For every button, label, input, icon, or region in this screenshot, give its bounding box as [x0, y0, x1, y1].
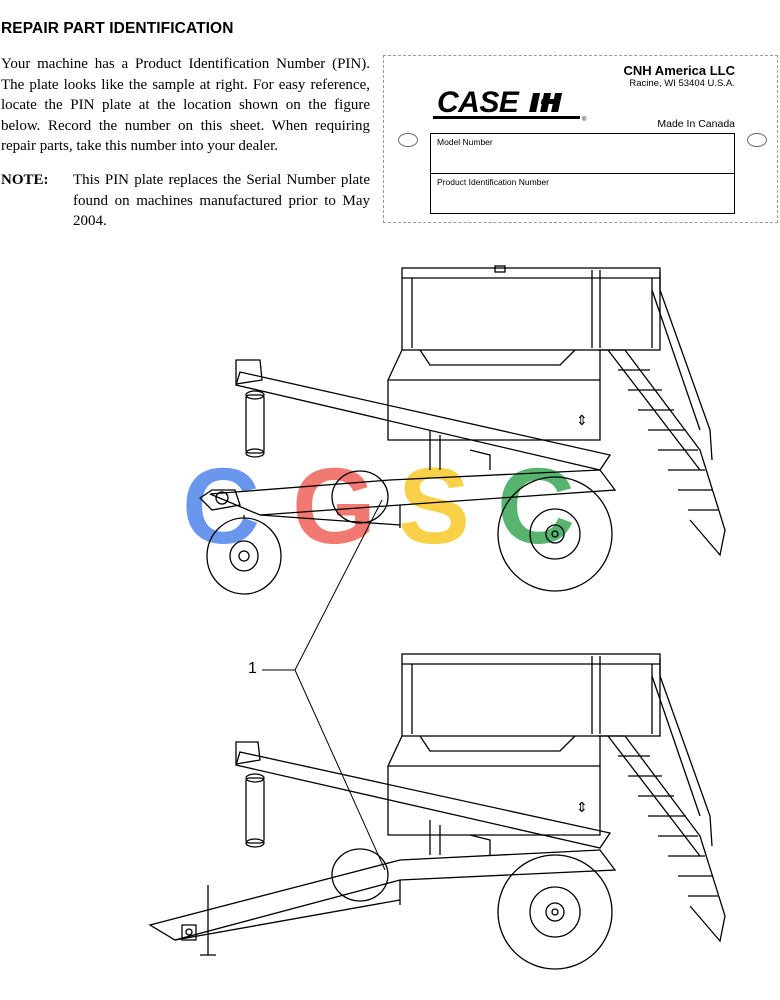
pin-label: Product Identification Number — [437, 177, 549, 187]
note-label: NOTE: — [1, 172, 49, 188]
model-number-label: Model Number — [437, 137, 493, 147]
mounting-hole-left — [398, 133, 418, 147]
svg-text:⇕: ⇕ — [576, 799, 588, 815]
callout-leader — [262, 499, 386, 871]
note-text: This PIN plate replaces the Serial Numbe… — [73, 172, 370, 229]
pin-field: Product Identification Number — [430, 173, 735, 214]
watermark-letter-s: S — [398, 445, 470, 566]
intro-paragraph: Your machine has a Product Identificatio… — [1, 56, 370, 154]
callout-number: 1 — [248, 660, 257, 677]
plate-address: Racine, WI 53404 U.S.A. — [629, 78, 735, 89]
air-cart-bottom-view: ⇕ — [148, 653, 726, 970]
page-heading: REPAIR PART IDENTIFICATION — [1, 20, 234, 37]
svg-text:CASE: CASE — [437, 86, 520, 119]
plate-made-in: Made In Canada — [657, 118, 735, 130]
watermark-letter-c1: C — [182, 445, 260, 566]
note-block: NOTE: This PIN plate replaces the Serial… — [1, 170, 370, 232]
watermark-letter-c2: C — [497, 445, 575, 566]
svg-text:®: ® — [582, 116, 587, 123]
pin-plate-sample: CNH America LLC Racine, WI 53404 U.S.A. … — [383, 55, 778, 223]
svg-text:⇕: ⇕ — [576, 412, 588, 428]
plate-company: CNH America LLC — [623, 63, 735, 78]
mounting-hole-right — [747, 133, 767, 147]
case-ih-logo: CASE ® — [431, 84, 591, 135]
air-cart-top-view: ⇕ — [198, 265, 726, 595]
